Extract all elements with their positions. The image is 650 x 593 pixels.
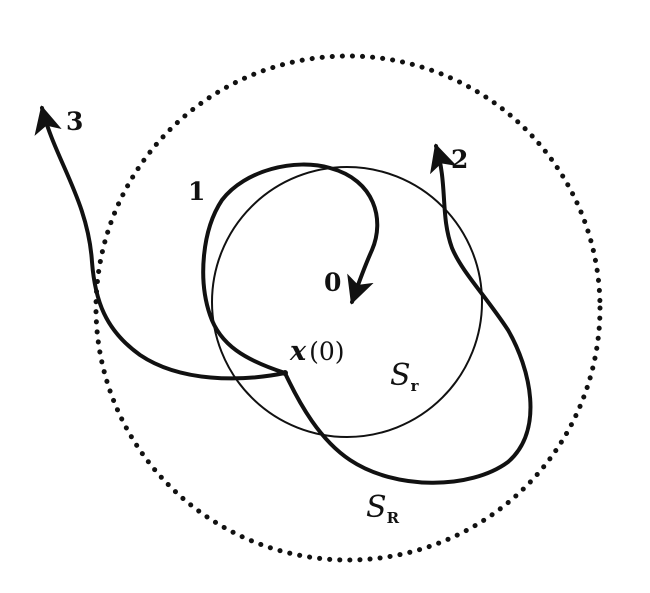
outer-region-symbol: S xyxy=(366,490,387,525)
inner-region-circle xyxy=(211,166,483,438)
outer-region-label: SR xyxy=(366,490,400,527)
trajectory-3-label: 3 xyxy=(66,107,83,136)
initial-point-symbol: x xyxy=(289,336,307,367)
outer-region-circle xyxy=(93,53,603,563)
initial-point-label: x(0) xyxy=(289,336,345,367)
initial-point-argument: (0) xyxy=(309,337,344,366)
initial-point xyxy=(282,370,288,376)
inner-region-symbol: S xyxy=(390,358,411,393)
trajectory-2 xyxy=(283,143,533,485)
trajectory-3 xyxy=(34,105,287,381)
inner-region-label: Sr xyxy=(390,358,420,395)
inner-region-subscript: r xyxy=(411,377,420,395)
trajectory-1-label: 1 xyxy=(188,177,205,206)
trajectory-0-label: 0 xyxy=(324,268,341,297)
outer-region-subscript: R xyxy=(387,509,400,527)
trajectory-2-label: 2 xyxy=(451,145,468,174)
trajectory-1 xyxy=(201,162,380,375)
